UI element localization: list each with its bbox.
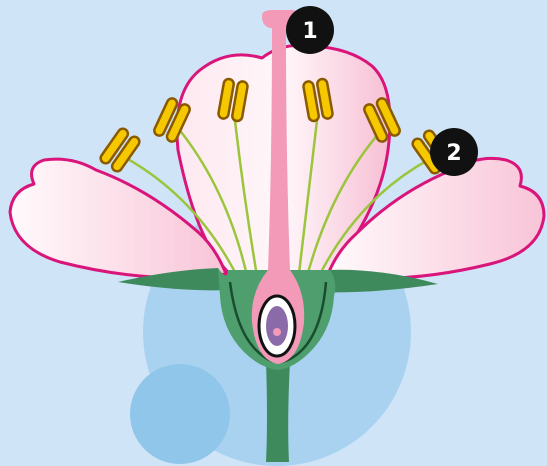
backdrop-circle-small: [130, 364, 230, 464]
marker-label-1: 1: [302, 19, 317, 44]
ovule-nucleus: [273, 328, 281, 336]
ovule: [266, 306, 288, 346]
stem: [266, 362, 290, 462]
anther: [99, 127, 142, 174]
marker-2: 2: [430, 128, 478, 176]
marker-label-2: 2: [446, 141, 461, 166]
marker-1: 1: [286, 6, 334, 54]
